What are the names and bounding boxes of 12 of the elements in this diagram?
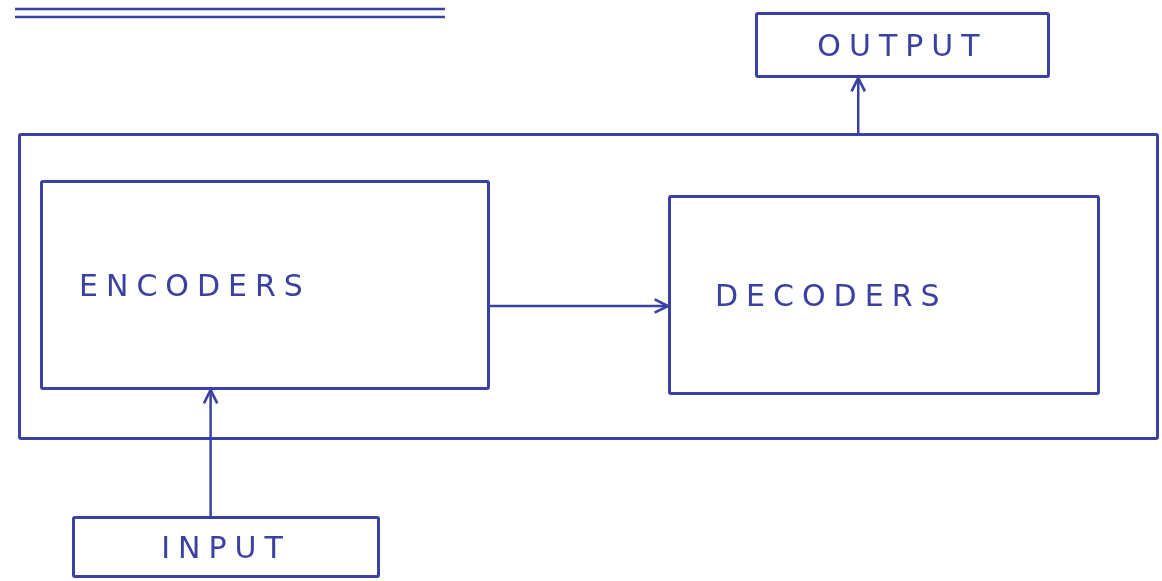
arrow	[850, 76, 867, 133]
box-label: ENCODERS	[79, 267, 311, 303]
box-label: INPUT	[161, 529, 291, 565]
arrow	[202, 388, 219, 516]
box-label: DECODERS	[715, 277, 948, 313]
container-box	[18, 133, 1159, 440]
input-box	[72, 516, 380, 578]
encoder-box	[40, 180, 490, 390]
decoder-box	[668, 195, 1100, 395]
arrow	[490, 298, 670, 314]
box-label: OUTPUT	[817, 27, 988, 63]
output-box	[755, 12, 1050, 78]
